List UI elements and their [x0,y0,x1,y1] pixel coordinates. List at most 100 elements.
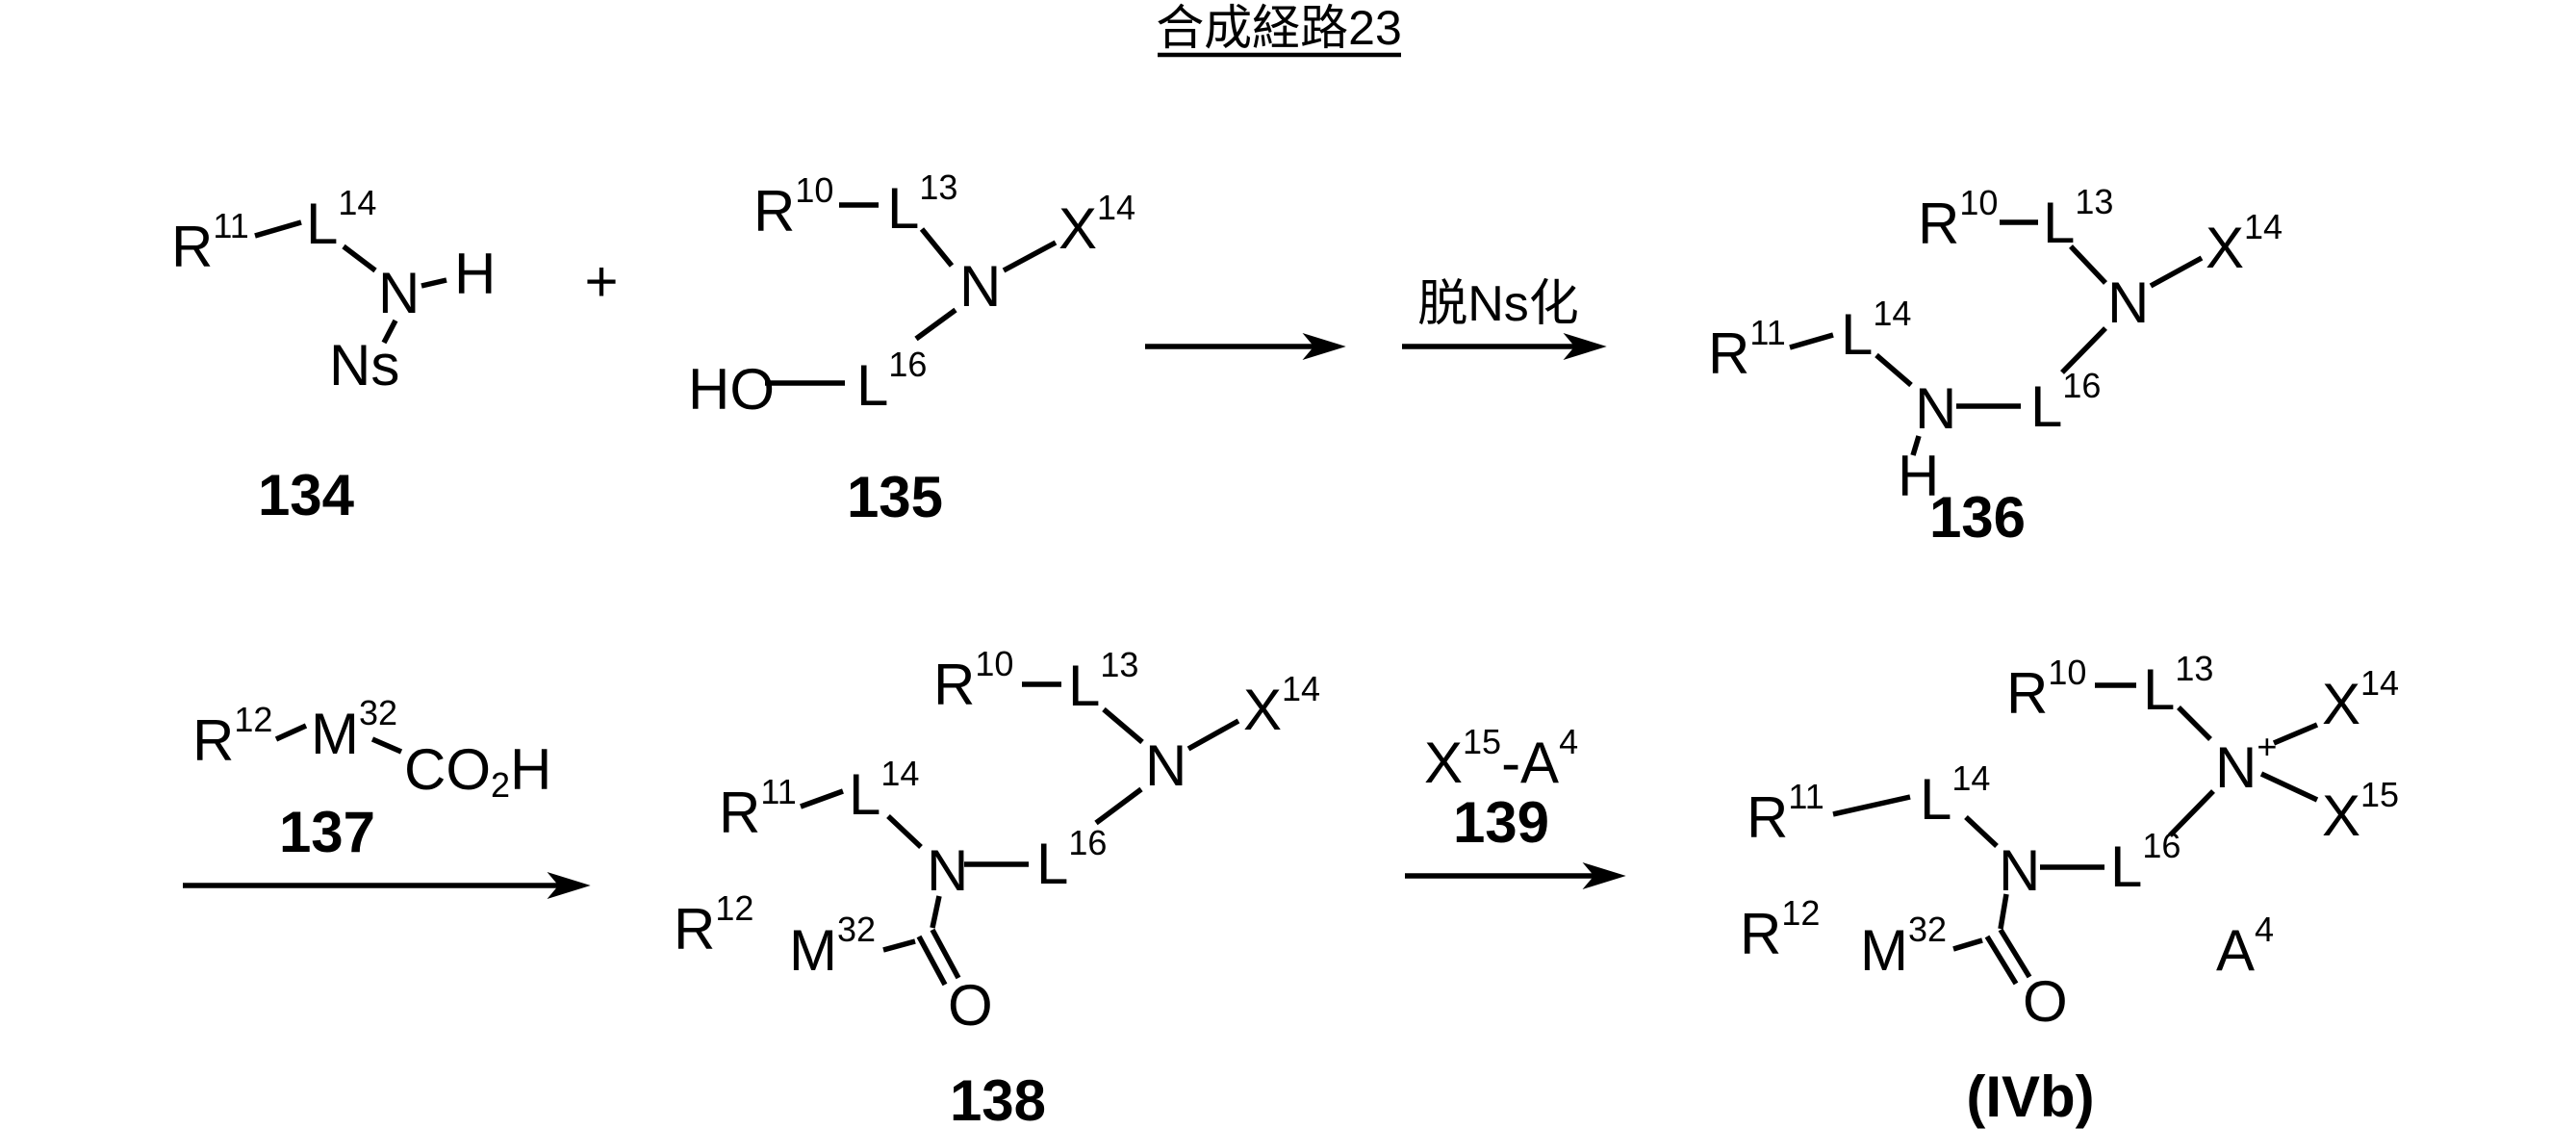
atom-N-central: N [1999,838,2040,903]
arrow-head-icon [1582,862,1626,889]
atom-R10: R10 [2006,653,2086,726]
atom-X15: X15 [2322,775,2399,848]
bond [1910,435,1922,456]
bond [342,244,377,273]
compound-label-135: 135 [847,465,943,529]
atom-H: H [1898,444,1939,508]
atom-R12: R12 [1740,893,1820,966]
compound-label-137: 137 [279,800,375,864]
atom-X14: X14 [1243,669,1320,742]
bond [886,813,923,850]
bond [1875,352,1913,388]
atom-X14: X14 [2322,663,2399,736]
bond [381,319,398,345]
atom-R10: R10 [933,644,1013,717]
atom-H: H [454,242,496,306]
compound-label-136: 136 [1929,485,2026,550]
bond [930,928,961,980]
arrow-head-icon [1302,333,1346,360]
bond [2060,326,2107,374]
bond [930,895,942,929]
atom-X15-A4: X15-A4 [1424,722,1578,795]
compound-label-139: 139 [1453,790,1549,855]
atom-Ns: Ns [329,333,399,398]
atom-R11: R11 [719,772,797,845]
atom-N: N [959,254,1001,319]
atom-R12: R12 [192,700,272,773]
bond [2177,706,2212,741]
reaction-arrow-4 [1405,862,1626,889]
compound-label-138: 138 [950,1068,1046,1129]
atom-M32: M32 [789,910,876,983]
bond [254,219,302,239]
atom-R12: R12 [674,888,753,962]
bond [882,938,916,953]
scheme-title: 合成経路23 [1156,1,1402,55]
atom-L16: L16 [856,345,927,418]
plus-sign: + [584,249,618,314]
atom-L13: L13 [2043,182,2113,255]
atom-CO2H: CO2H [404,737,551,805]
atom-A4: A4 [2216,910,2274,983]
bond [370,736,403,755]
atom-R11: R11 [1747,777,1824,850]
atom-L14: L14 [1920,758,1990,832]
bond [919,227,955,268]
atom-N: N [378,261,420,325]
bond [421,277,447,289]
atom-L14: L14 [849,754,919,827]
bond [800,788,844,809]
arrow-head-icon [1563,333,1607,360]
bond [1998,928,2032,979]
bond [2259,771,2319,803]
compound-label-IVb: (IVb) [1966,1065,2094,1129]
atom-N-upper: N [2107,270,2149,335]
atom-HO: HO [688,357,775,422]
bond [1998,893,2009,930]
bond [1186,718,1240,752]
atom-R11: R11 [171,206,249,279]
atom-L14: L14 [306,183,376,256]
atom-L13: L13 [887,167,957,241]
atom-L13: L13 [1068,645,1138,718]
atom-R10: R10 [1918,183,1998,256]
compound-label-134: 134 [258,463,355,527]
atom-L14: L14 [1841,294,1911,367]
atom-M32: M32 [311,693,397,766]
bond [1002,240,1058,273]
bond [2149,255,2204,289]
atom-L16: L16 [2110,826,2181,899]
atom-M32: M32 [1860,910,1947,983]
bond [274,723,308,742]
bond [1789,332,1834,350]
atom-R10: R10 [753,170,833,244]
atom-L13: L13 [2143,649,2213,722]
reaction-arrow-2-label: 脱Ns化 [1417,276,1579,332]
bond [2168,789,2215,837]
atom-X14: X14 [2206,207,2283,280]
bond [1102,706,1144,745]
bond [1952,937,1983,952]
atom-O: O [2023,969,2068,1034]
reaction-arrow-2: 脱Ns化 [1402,276,1607,360]
atom-L16: L16 [2030,366,2101,439]
bond [914,307,957,342]
atom-R11: R11 [1708,313,1786,386]
bond [1094,786,1143,826]
atom-N-lower: N [1915,376,1956,441]
bond [2069,244,2107,285]
bond [2272,722,2319,746]
atom-N-upper: N [1145,733,1186,798]
atom-X14: X14 [1058,188,1135,261]
bond [1984,935,2019,986]
reaction-arrow-1 [1145,333,1346,360]
reaction-arrow-3 [183,872,591,899]
